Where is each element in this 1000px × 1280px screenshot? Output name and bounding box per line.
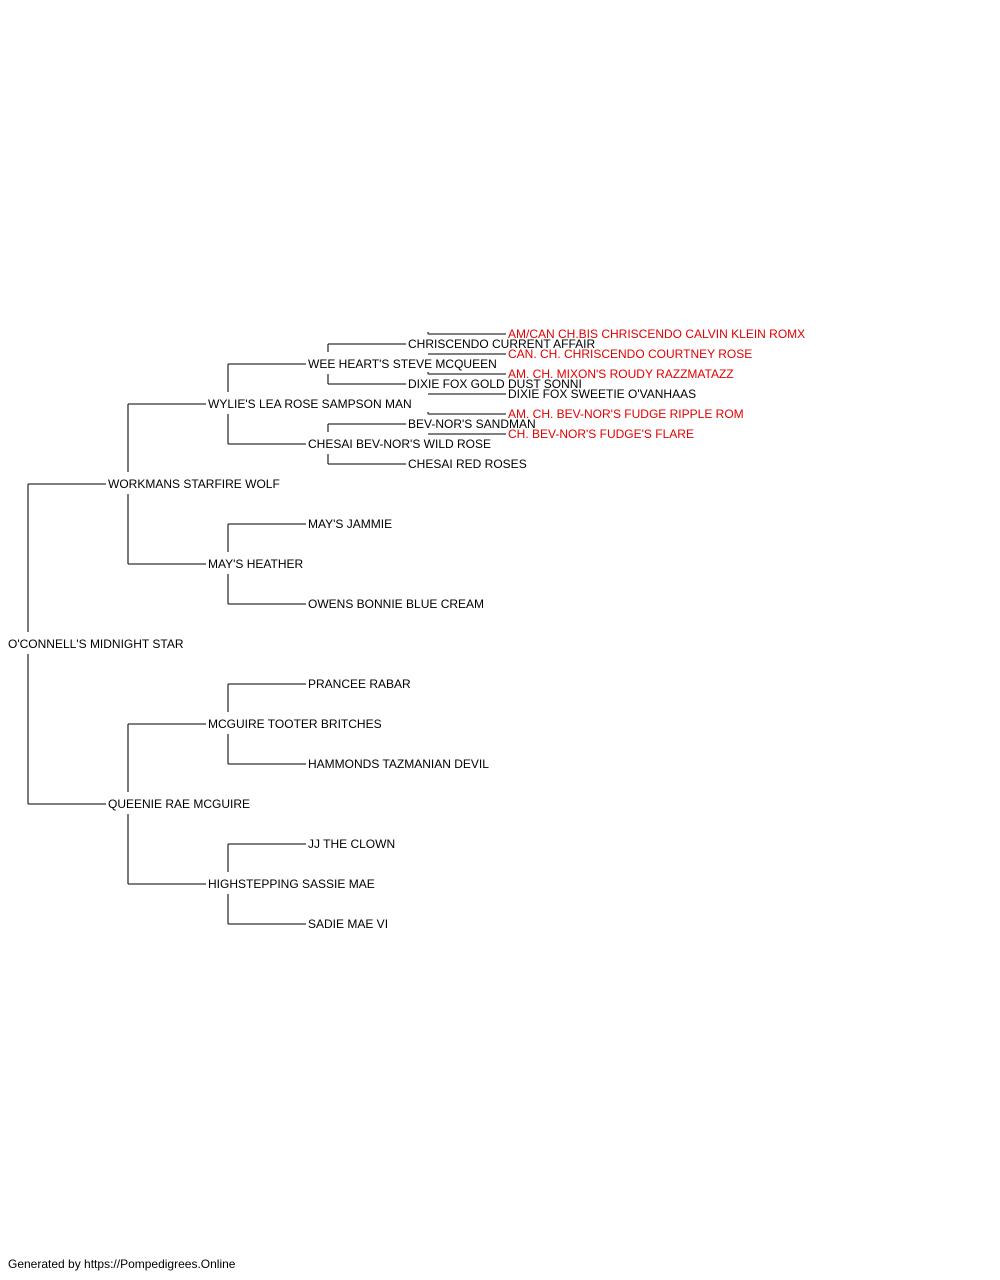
pedigree-connectors (27, 332, 506, 925)
subject-sire-sire-dam-dam-name[interactable]: CHESAI RED ROSES (408, 457, 527, 471)
pedigree-labels: O'CONNELL'S MIDNIGHT STAR WORKMANS STARFI… (8, 327, 805, 931)
subject-sire-sire-sire-dam-name[interactable]: DIXIE FOX GOLD DUST SONNI (408, 377, 582, 391)
subject-sire-sire-sire-dam-dam-name[interactable]: DIXIE FOX SWEETIE O'VANHAAS (508, 387, 696, 401)
subject-sire-dam-name[interactable]: MAY'S HEATHER (208, 557, 304, 571)
subject-dam-name[interactable]: QUEENIE RAE MCGUIRE (108, 797, 250, 811)
subject-sire-sire-sire-name[interactable]: WEE HEART'S STEVE MCQUEEN (308, 357, 497, 371)
subject-name[interactable]: O'CONNELL'S MIDNIGHT STAR (8, 637, 184, 651)
subject-dam-dam-name[interactable]: HIGHSTEPPING SASSIE MAE (208, 877, 375, 891)
subject-sire-dam-sire-name[interactable]: MAY'S JAMMIE (308, 517, 392, 531)
footer-credit: Generated by https://Pompedigrees.Online (8, 1257, 236, 1271)
subject-sire-sire-dam-sire-dam-name[interactable]: CH. BEV-NOR'S FUDGE'S FLARE (508, 427, 694, 441)
subject-sire-sire-sire-dam-sire-name[interactable]: AM. CH. MIXON'S ROUDY RAZZMATAZZ (508, 367, 734, 381)
subject-sire-sire-sire-sire-sire-name[interactable]: AM/CAN CH.BIS CHRISCENDO CALVIN KLEIN RO… (508, 327, 805, 341)
subject-sire-dam-dam-name[interactable]: OWENS BONNIE BLUE CREAM (308, 597, 484, 611)
subject-dam-sire-sire-name[interactable]: PRANCEE RABAR (308, 677, 411, 691)
subject-sire-sire-dam-sire-name[interactable]: BEV-NOR'S SANDMAN (408, 417, 536, 431)
subject-sire-sire-dam-sire-sire-name[interactable]: AM. CH. BEV-NOR'S FUDGE RIPPLE ROM (508, 407, 744, 421)
subject-dam-sire-dam-name[interactable]: HAMMONDS TAZMANIAN DEVIL (308, 757, 489, 771)
subject-sire-sire-sire-sire-dam-name[interactable]: CAN. CH. CHRISCENDO COURTNEY ROSE (508, 347, 752, 361)
subject-dam-dam-sire-name[interactable]: JJ THE CLOWN (308, 837, 395, 851)
subject-sire-sire-dam-name[interactable]: CHESAI BEV-NOR'S WILD ROSE (308, 437, 491, 451)
subject-dam-sire-name[interactable]: MCGUIRE TOOTER BRITCHES (208, 717, 382, 731)
subject-sire-sire-name[interactable]: WYLIE'S LEA ROSE SAMPSON MAN (208, 397, 412, 411)
subject-sire-sire-sire-sire-name[interactable]: CHRISCENDO CURRENT AFFAIR (408, 337, 595, 351)
subject-sire-name[interactable]: WORKMANS STARFIRE WOLF (108, 477, 280, 491)
subject-dam-dam-dam-name[interactable]: SADIE MAE VI (308, 917, 388, 931)
